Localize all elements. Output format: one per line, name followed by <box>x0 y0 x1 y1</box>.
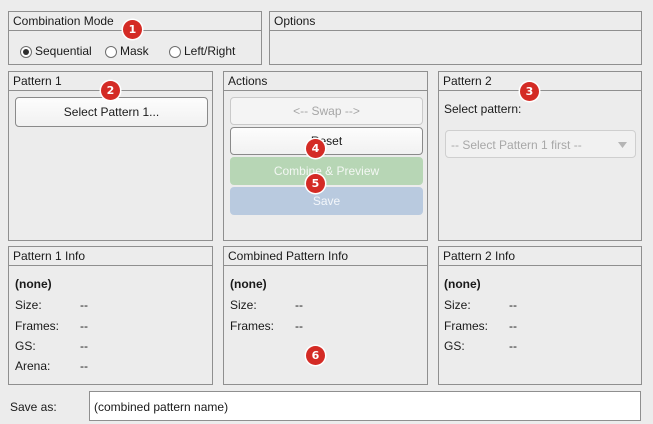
pattern2-dropdown[interactable]: -- Select Pattern 1 first -- <box>445 130 636 158</box>
annotation-badge-3: 3 <box>520 82 539 101</box>
radio-left-right[interactable] <box>169 46 181 58</box>
combined-size-value: -- <box>295 298 303 312</box>
options-panel: Options <box>269 11 642 65</box>
actions-panel: Actions <-- Swap --> Reset Combine & Pre… <box>223 71 428 241</box>
pattern1-gs-value: -- <box>80 339 88 353</box>
pattern2-info-title: Pattern 2 Info <box>439 247 641 266</box>
pattern2-panel: Pattern 2 Select pattern: -- Select Patt… <box>438 71 642 241</box>
pattern1-info-name: (none) <box>15 277 52 291</box>
combined-frames-value: -- <box>295 319 303 333</box>
pattern1-frames-label: Frames: <box>15 319 60 333</box>
pattern2-frames-value: -- <box>509 319 517 333</box>
pattern1-arena-value: -- <box>80 359 88 373</box>
radio-mask[interactable] <box>105 46 117 58</box>
options-title: Options <box>270 12 641 31</box>
radio-left-right-label[interactable]: Left/Right <box>184 44 236 58</box>
combined-size-label: Size: <box>230 298 257 312</box>
swap-button[interactable]: <-- Swap --> <box>230 97 423 125</box>
pattern2-title: Pattern 2 <box>439 72 641 91</box>
pattern1-size-value: -- <box>80 298 88 312</box>
select-pattern-label: Select pattern: <box>444 102 522 116</box>
save-as-input[interactable]: (combined pattern name) <box>89 391 641 421</box>
pattern1-info-panel: Pattern 1 Info (none) Size: -- Frames: -… <box>8 246 213 385</box>
annotation-badge-1: 1 <box>123 20 142 39</box>
select-pattern1-button[interactable]: Select Pattern 1... <box>15 97 208 127</box>
pattern2-dropdown-value: -- Select Pattern 1 first -- <box>451 138 582 152</box>
pattern2-info-panel: Pattern 2 Info (none) Size: -- Frames: -… <box>438 246 642 385</box>
save-as-value: (combined pattern name) <box>94 400 229 414</box>
combined-frames-label: Frames: <box>230 319 275 333</box>
save-as-label: Save as: <box>10 400 57 414</box>
pattern1-gs-label: GS: <box>15 339 36 353</box>
actions-title: Actions <box>224 72 427 91</box>
radio-mask-label[interactable]: Mask <box>120 44 149 58</box>
pattern2-gs-label: GS: <box>444 339 465 353</box>
combine-preview-button[interactable]: Combine & Preview <box>230 157 423 185</box>
pattern2-size-label: Size: <box>444 298 471 312</box>
combined-info-panel: Combined Pattern Info (none) Size: -- Fr… <box>223 246 428 385</box>
chevron-down-icon <box>618 142 627 148</box>
save-button[interactable]: Save <box>230 187 423 215</box>
annotation-badge-5: 5 <box>306 174 325 193</box>
radio-sequential-label[interactable]: Sequential <box>35 44 92 58</box>
pattern2-info-name: (none) <box>444 277 481 291</box>
annotation-badge-2: 2 <box>101 81 120 100</box>
pattern1-info-title: Pattern 1 Info <box>9 247 212 266</box>
pattern1-frames-value: -- <box>80 319 88 333</box>
pattern2-gs-value: -- <box>509 339 517 353</box>
combined-info-title: Combined Pattern Info <box>224 247 427 266</box>
radio-sequential[interactable] <box>20 46 32 58</box>
pattern1-size-label: Size: <box>15 298 42 312</box>
annotation-badge-6: 6 <box>306 346 325 365</box>
pattern2-size-value: -- <box>509 298 517 312</box>
annotation-badge-4: 4 <box>306 139 325 158</box>
reset-button[interactable]: Reset <box>230 127 423 155</box>
combined-info-name: (none) <box>230 277 267 291</box>
pattern1-arena-label: Arena: <box>15 359 51 373</box>
pattern2-frames-label: Frames: <box>444 319 489 333</box>
